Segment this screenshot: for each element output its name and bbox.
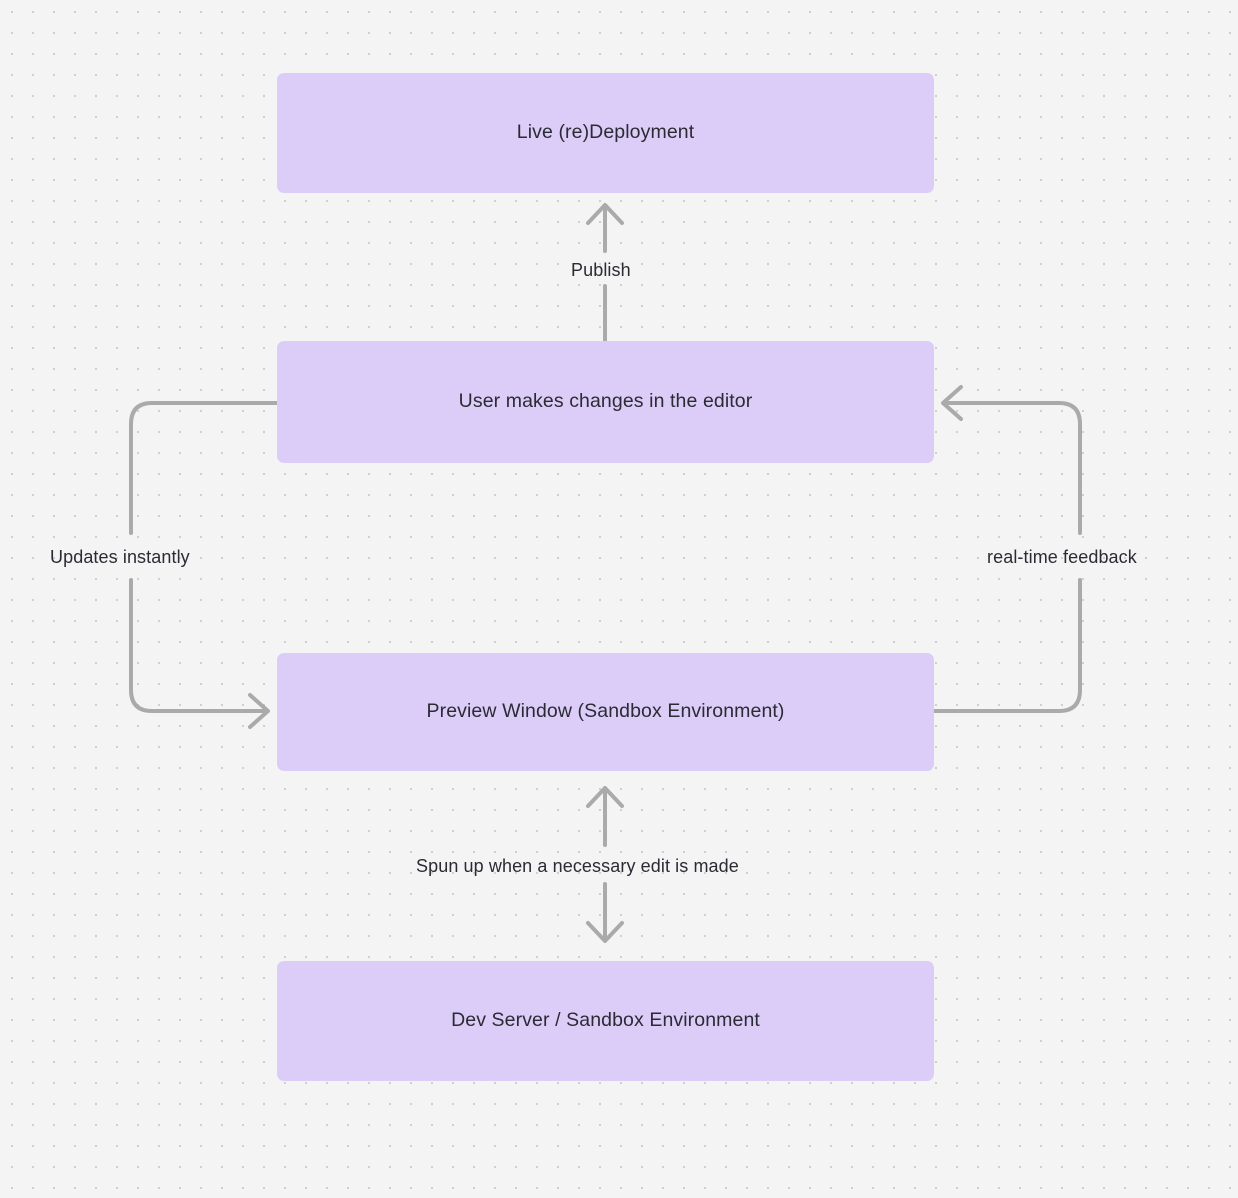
arrowhead-up-spunup bbox=[586, 786, 624, 808]
node-label: Preview Window (Sandbox Environment) bbox=[426, 700, 785, 723]
node-label: User makes changes in the editor bbox=[458, 390, 753, 413]
node-label: Dev Server / Sandbox Environment bbox=[451, 1009, 760, 1032]
arrowhead-left-realtime bbox=[941, 385, 963, 421]
arrowhead-down-spunup bbox=[586, 921, 624, 943]
edge-label-spun-up: Spun up when a necessary edit is made bbox=[416, 856, 739, 876]
node-preview-window[interactable]: Preview Window (Sandbox Environment) bbox=[277, 653, 934, 771]
edge-label-real-time-feedback: real-time feedback bbox=[987, 547, 1137, 567]
node-user-makes-changes[interactable]: User makes changes in the editor bbox=[277, 341, 934, 463]
arrowhead-right-updates bbox=[248, 693, 270, 729]
node-live-redeployment[interactable]: Live (re)Deployment bbox=[277, 73, 934, 193]
edge-label-publish: Publish bbox=[571, 260, 631, 280]
arrowhead-up-publish bbox=[586, 203, 624, 225]
node-dev-server[interactable]: Dev Server / Sandbox Environment bbox=[277, 961, 934, 1081]
node-label: Live (re)Deployment bbox=[516, 121, 695, 144]
edge-label-updates-instantly: Updates instantly bbox=[50, 547, 190, 567]
